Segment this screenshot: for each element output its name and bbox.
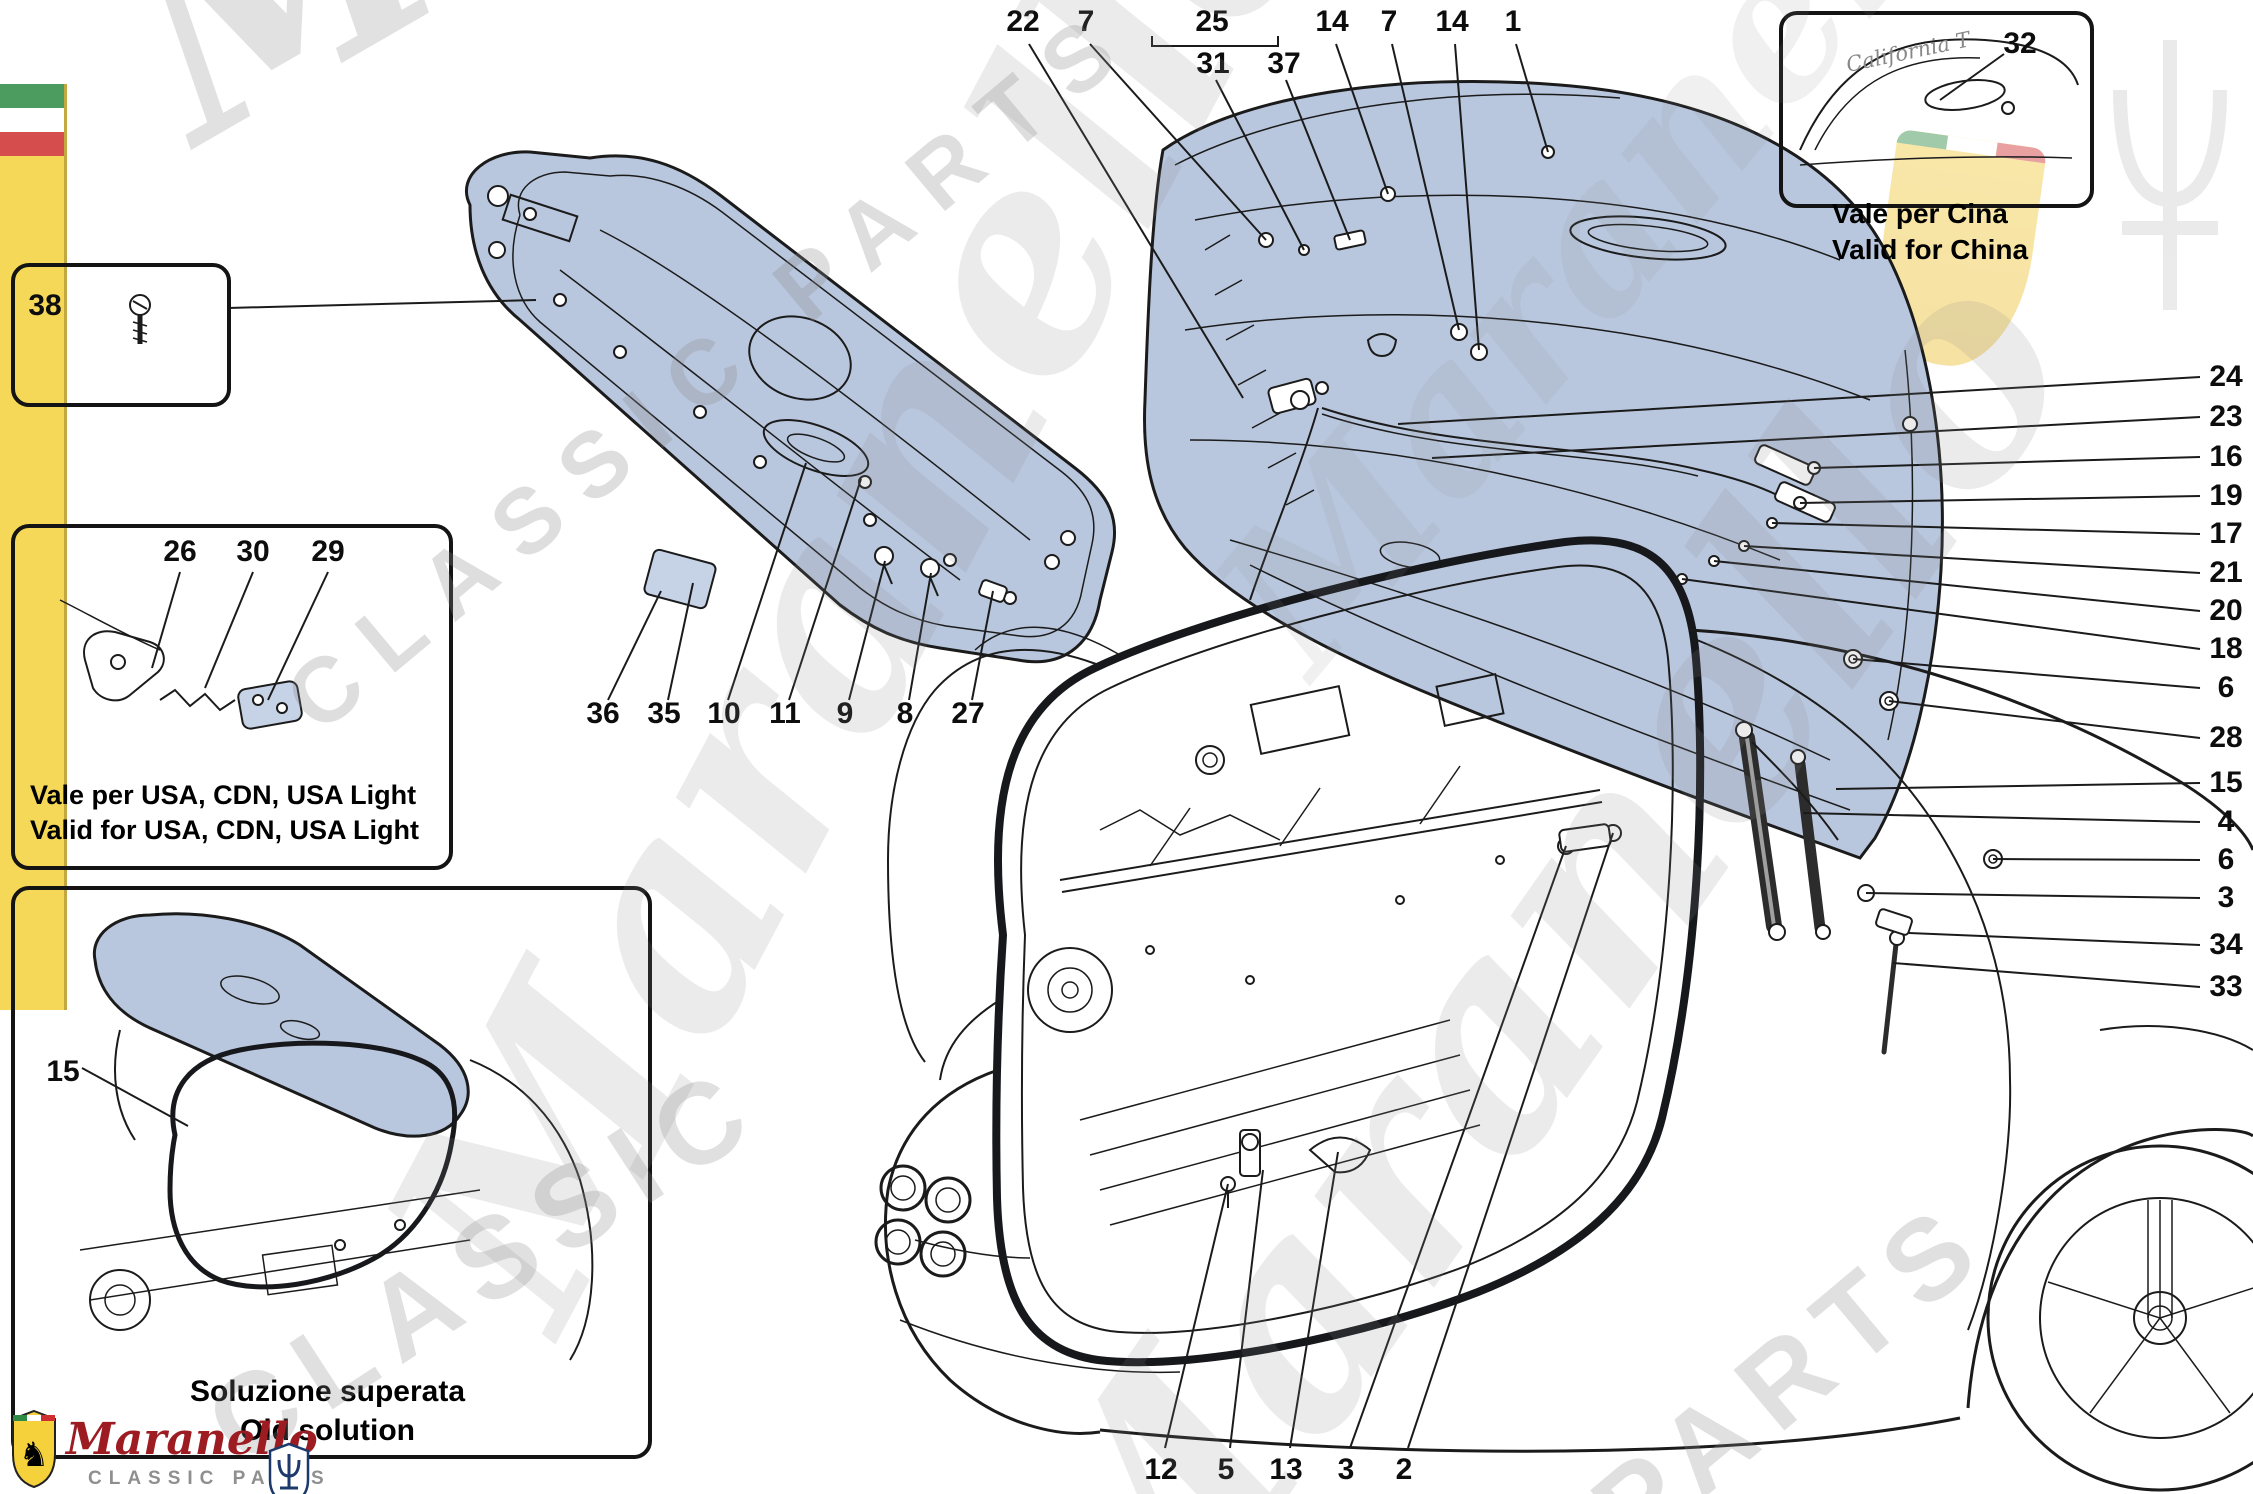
inner-face-hatching: [1204, 234, 1315, 506]
logo-subtitle: CLASSIC PARTS: [88, 1468, 331, 1489]
svg-text:♞: ♞: [19, 1435, 49, 1475]
usa-variant-line2: Valid for USA, CDN, USA Light: [30, 815, 420, 846]
access-plate-and-screws: [643, 546, 1008, 610]
inset-box-usa: [11, 524, 453, 870]
lid-latch-assembly: [1249, 323, 1796, 601]
inset-box-screw: [11, 263, 231, 407]
gas-strut-assembly: [1735, 649, 2003, 1055]
rear-wheel: [1986, 1144, 2253, 1492]
engine-bay-details: [1027, 673, 1622, 1226]
car-body: [874, 626, 2253, 1492]
old-solution-line2: Old solution: [240, 1414, 415, 1447]
inner-lid-panel: [465, 150, 1117, 664]
usa-latch-drawing: [59, 599, 303, 730]
inset-box-china: [1779, 11, 2094, 208]
china-variant-label: Vale per Cina Valid for China: [1832, 196, 2028, 269]
trident-shield-icon: [268, 1442, 310, 1494]
trident-watermark: [2113, 40, 2227, 310]
screw-detail-drawing: [129, 294, 151, 344]
ferrari-shield-icon: ♞: [12, 1409, 56, 1489]
inset-box-old-solution: [11, 886, 652, 1459]
old-solution-line1: Soluzione superata: [189, 1375, 466, 1408]
usa-variant-label: Vale per USA, CDN, USA Light Valid for U…: [30, 778, 419, 848]
maranello-classic-parts-logo[interactable]: ♞ Maranello CLASSIC PARTS: [8, 1406, 338, 1494]
china-variant-line2: Valid for China: [1832, 234, 2029, 266]
old-solution-drawing: [79, 912, 594, 1361]
china-variant-line1: Vale per Cina: [1832, 198, 2008, 229]
seal-gasket: [992, 536, 1705, 1367]
old-solution-label: Soluzione superata Old solution: [11, 1372, 644, 1450]
leader-lines: [81, 36, 2201, 1449]
usa-variant-line1: Vale per USA, CDN, USA Light: [30, 780, 417, 810]
